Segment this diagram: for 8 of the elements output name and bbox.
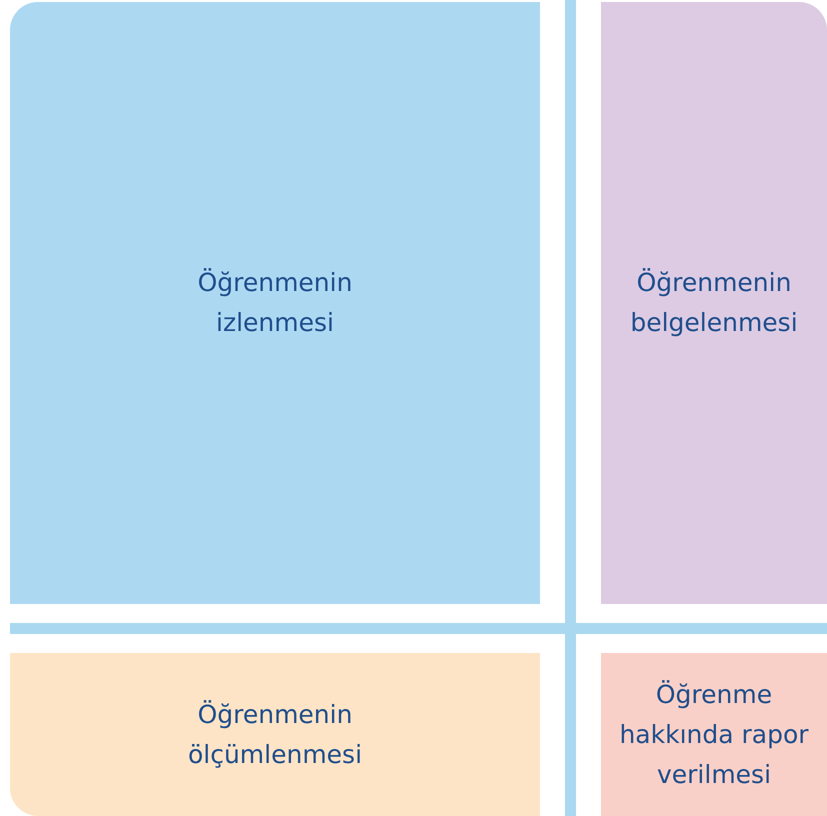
panel-title: Öğrenme hakkında rapor verilmesi — [618, 678, 810, 790]
panel-title: Öğrenmenin ölçümlenmesi — [186, 698, 364, 770]
quadrant-panel — [10, 2, 540, 604]
panel-title: Öğrenmenin izlenmesi — [196, 267, 354, 339]
quadrant-panel — [601, 2, 827, 604]
panel-title: Öğrenmenin belgelenmesi — [629, 267, 799, 339]
quadrant-panel — [601, 653, 827, 816]
quadrant-panel — [10, 653, 540, 816]
